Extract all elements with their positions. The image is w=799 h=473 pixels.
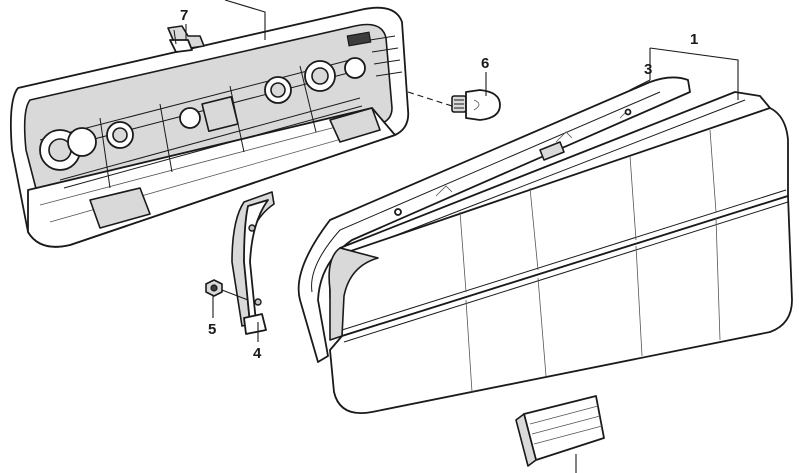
callout-4: 4 bbox=[253, 345, 262, 362]
lens-part-1 bbox=[328, 91, 793, 414]
nut-part-5 bbox=[205, 279, 249, 301]
gasket-part-3 bbox=[297, 76, 691, 363]
reflector-piece bbox=[515, 395, 605, 473]
callout-1: 1 bbox=[690, 31, 698, 48]
callout-leaders bbox=[185, 0, 739, 342]
callout-5: 5 bbox=[208, 321, 216, 338]
callout-3: 3 bbox=[644, 61, 652, 78]
bulb-part-6 bbox=[407, 89, 501, 121]
bracket-part-4 bbox=[231, 191, 275, 335]
callout-6: 6 bbox=[481, 55, 489, 72]
bulb-carrier-housing bbox=[9, 6, 410, 248]
callout-7: 7 bbox=[180, 7, 188, 24]
